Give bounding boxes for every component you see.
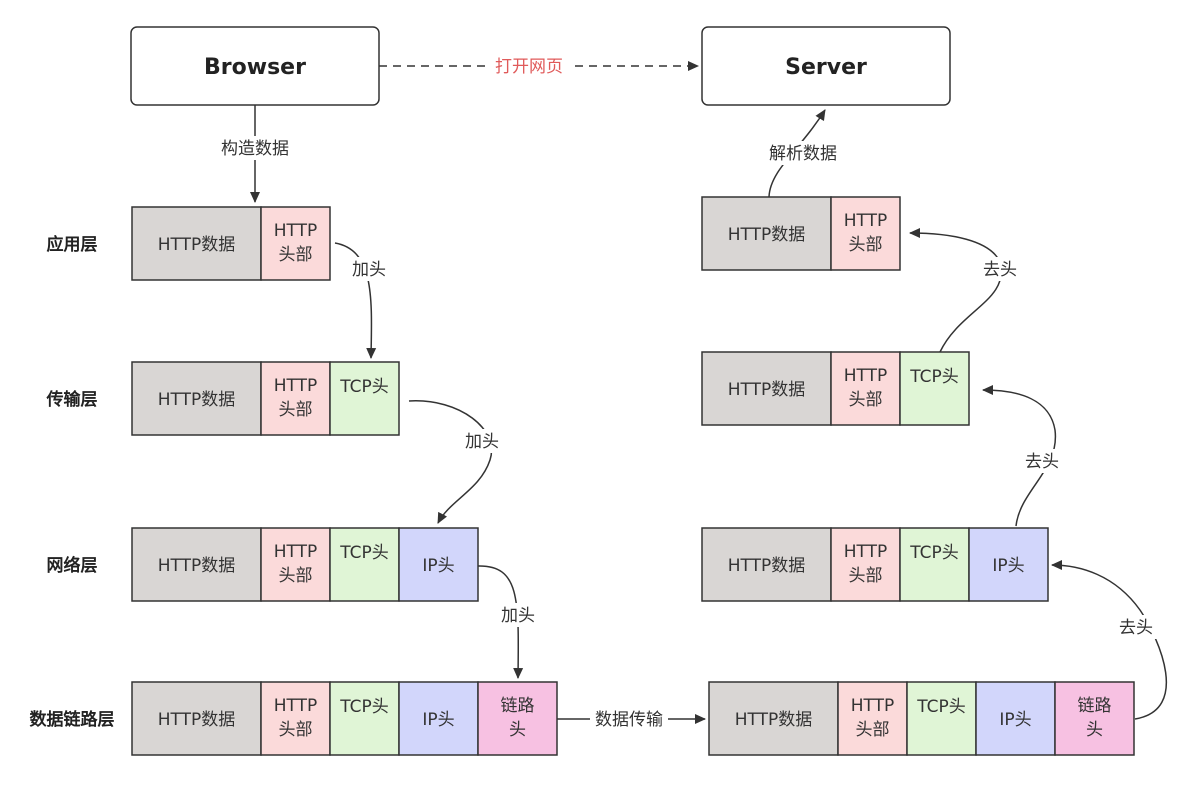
segment-http-data bbox=[131, 527, 262, 602]
segment-http-header bbox=[260, 361, 331, 436]
segment-http-header bbox=[837, 681, 908, 756]
layer-label-application: 应用层 bbox=[47, 234, 98, 255]
segment-http-header bbox=[260, 206, 331, 281]
segment-label: HTTP bbox=[274, 542, 318, 562]
remove-header-label-3: 去头 bbox=[983, 260, 1017, 280]
segment-http-data bbox=[701, 527, 832, 602]
segment-label: HTTP bbox=[844, 211, 888, 231]
segment-label: TCP头 bbox=[909, 367, 959, 387]
remove-header-arrow-datalink-to-network bbox=[1051, 560, 1167, 720]
packet-network-left: HTTP数据 HTTP 头部 TCP头 IP头 bbox=[131, 527, 479, 602]
add-header-label-2: 加头 bbox=[465, 432, 499, 452]
segment-label: TCP头 bbox=[339, 543, 389, 563]
add-header-arrow-network-to-datalink bbox=[477, 565, 524, 679]
segment-label: HTTP数据 bbox=[728, 556, 806, 576]
segment-http-header bbox=[830, 196, 901, 271]
segment-label: TCP头 bbox=[909, 543, 959, 563]
server-node bbox=[701, 26, 951, 106]
segment-label: IP头 bbox=[422, 710, 454, 730]
layer-label-datalink: 数据链路层 bbox=[30, 709, 115, 730]
segment-label: HTTP数据 bbox=[158, 556, 236, 576]
segment-label: HTTP bbox=[274, 696, 318, 716]
packet-datalink-right: HTTP数据 HTTP 头部 TCP头 IP头 链路头 bbox=[708, 681, 1135, 756]
remove-header-label-2: 去头 bbox=[1025, 452, 1059, 472]
layer-label-network: 网络层 bbox=[47, 555, 98, 576]
segment-label: 头部 bbox=[279, 245, 313, 265]
segment-label: HTTP数据 bbox=[728, 380, 806, 400]
construct-data-label: 构造数据 bbox=[221, 139, 289, 159]
segment-label: 头部 bbox=[279, 400, 313, 420]
segment-label: TCP头 bbox=[916, 697, 966, 717]
remove-header-arrow-network-to-transport bbox=[982, 385, 1057, 527]
segment-http-header bbox=[260, 527, 331, 602]
segment-tcp-header bbox=[906, 681, 977, 756]
add-header-label-3: 加头 bbox=[501, 606, 535, 626]
segment-ip-header bbox=[968, 527, 1049, 602]
add-header-arrow-app-to-transport bbox=[334, 242, 377, 359]
segment-label: TCP头 bbox=[339, 697, 389, 717]
remove-header-arrow-transport-to-app bbox=[909, 228, 1003, 353]
segment-http-data bbox=[131, 681, 262, 756]
packet-network-right: HTTP数据 HTTP 头部 TCP头 IP头 bbox=[701, 527, 1049, 602]
segment-label: HTTP数据 bbox=[158, 710, 236, 730]
open-page-label: 打开网页 bbox=[495, 57, 563, 77]
segment-ip-header bbox=[398, 527, 479, 602]
segment-label: HTTP数据 bbox=[158, 390, 236, 410]
segment-ip-header bbox=[975, 681, 1056, 756]
segment-label: 头 bbox=[1086, 720, 1103, 740]
packet-datalink-left: HTTP数据 HTTP 头部 TCP头 IP头 链路头 bbox=[131, 681, 558, 756]
segment-link-header bbox=[477, 681, 558, 756]
segment-label: IP头 bbox=[999, 710, 1031, 730]
packet-app-left: HTTP数据 HTTP 头部 bbox=[131, 206, 331, 281]
segment-label: HTTP数据 bbox=[158, 235, 236, 255]
segment-label: TCP头 bbox=[339, 377, 389, 397]
segment-label: IP头 bbox=[992, 556, 1024, 576]
segment-http-data bbox=[701, 351, 832, 426]
segment-http-data bbox=[131, 361, 262, 436]
segment-label: HTTP bbox=[851, 696, 895, 716]
segment-label: HTTP bbox=[844, 542, 888, 562]
segment-tcp-header bbox=[899, 351, 970, 426]
packet-transport-left: HTTP数据 HTTP 头部 TCP头 bbox=[131, 361, 400, 436]
browser-label: Browser bbox=[204, 55, 306, 80]
segment-label: 链路 bbox=[501, 696, 535, 716]
segment-label: HTTP bbox=[844, 366, 888, 386]
segment-tcp-header bbox=[329, 361, 400, 436]
segment-tcp-header bbox=[329, 681, 400, 756]
segment-http-header bbox=[260, 681, 331, 756]
packet-app-right: HTTP数据 HTTP 头部 bbox=[701, 196, 901, 271]
segment-label: HTTP数据 bbox=[728, 225, 806, 245]
segment-label: 头部 bbox=[856, 720, 890, 740]
segment-tcp-header bbox=[329, 527, 400, 602]
segment-tcp-header bbox=[899, 527, 970, 602]
segment-label: HTTP bbox=[274, 376, 318, 396]
data-transfer-label: 数据传输 bbox=[595, 710, 663, 730]
segment-label: 链路 bbox=[1078, 696, 1112, 716]
segment-http-data bbox=[131, 206, 262, 281]
packet-transport-right: HTTP数据 HTTP 头部 TCP头 bbox=[701, 351, 970, 426]
segment-label: HTTP bbox=[274, 221, 318, 241]
server-label: Server bbox=[785, 55, 867, 80]
add-header-arrow-transport-to-network bbox=[408, 400, 493, 524]
segment-label: HTTP数据 bbox=[735, 710, 813, 730]
add-header-label-1: 加头 bbox=[352, 260, 386, 280]
segment-http-header bbox=[830, 527, 901, 602]
segment-label: 头部 bbox=[849, 235, 883, 255]
segment-label: 头 bbox=[509, 720, 526, 740]
segment-ip-header bbox=[398, 681, 479, 756]
segment-label: 头部 bbox=[849, 566, 883, 586]
segment-http-header bbox=[830, 351, 901, 426]
segment-label: 头部 bbox=[849, 390, 883, 410]
segment-label: 头部 bbox=[279, 720, 313, 740]
segment-label: 头部 bbox=[279, 566, 313, 586]
parse-data-label: 解析数据 bbox=[769, 144, 837, 164]
remove-header-label-1: 去头 bbox=[1119, 618, 1153, 638]
segment-label: IP头 bbox=[422, 556, 454, 576]
layer-label-transport: 传输层 bbox=[46, 389, 98, 410]
segment-link-header bbox=[1054, 681, 1135, 756]
